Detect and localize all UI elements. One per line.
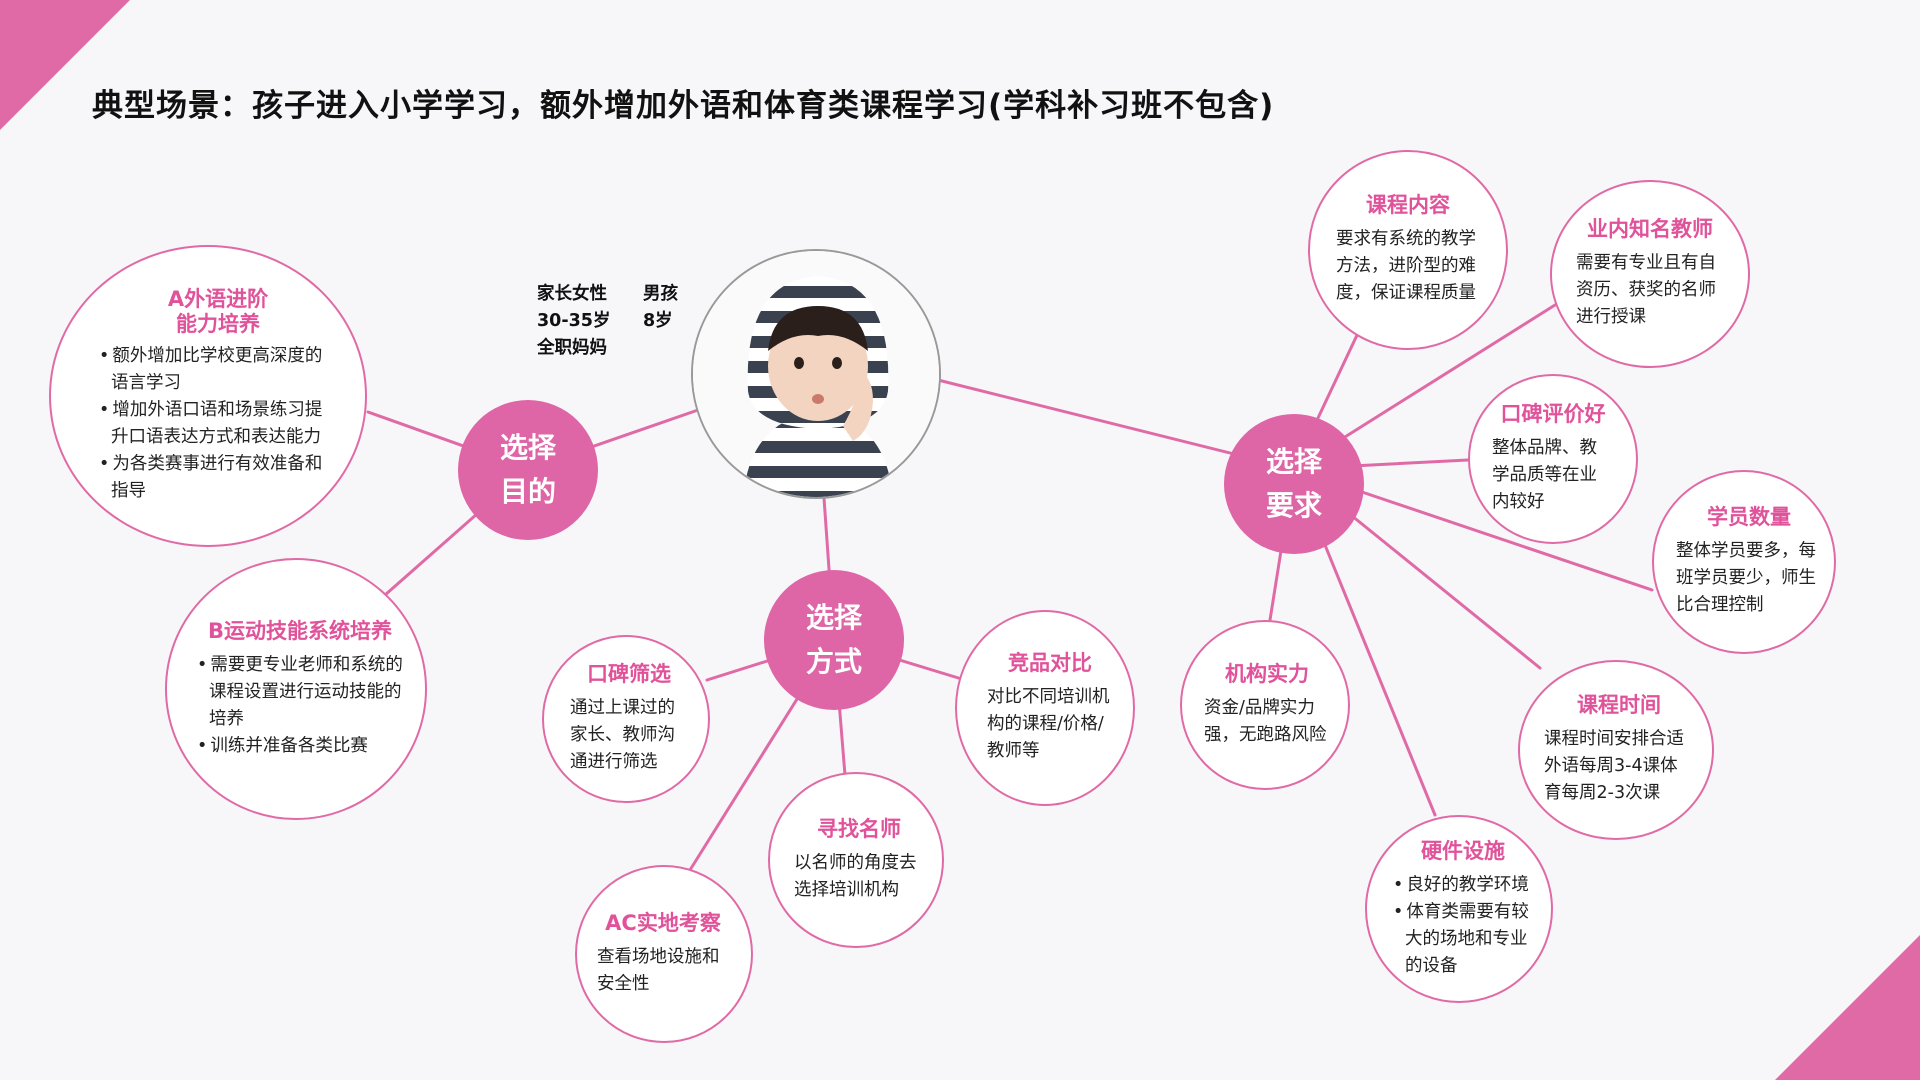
purpose-node-b-title: B运动技能系统培养 [197,619,403,644]
requirement-node-teacher-title: 业内知名教师 [1576,217,1724,242]
child-photo-illustration [693,251,941,499]
persona-child-gender: 男孩 [643,281,678,308]
purpose-node-b-item: 训练并准备各类比赛 [197,733,403,760]
child-photo [691,249,941,499]
purpose-node-b: B运动技能系统培养 需要更专业老师和系统的课程设置进行运动技能的培养 训练并准备… [165,558,427,820]
requirement-node-reputation-title: 口碑评价好 [1492,402,1614,427]
requirement-node-strength-text: 资金/品牌实力强，无跑路风险 [1204,695,1330,749]
requirement-node-content: 课程内容 要求有系统的教学方法，进阶型的难度，保证课程质量 [1308,150,1508,350]
requirement-node-schedule-text: 课程时间安排合适外语每周3-4课体育每周2-3次课 [1544,726,1694,807]
persona-child-age: 8岁 [643,308,678,335]
method-node-word-of-mouth-title: 口碑筛选 [570,662,688,687]
method-node-word-of-mouth-text: 通过上课过的家长、教师沟通进行筛选 [570,695,688,776]
hub-purpose-line1: 选择 [500,426,556,470]
requirement-node-hardware: 硬件设施 良好的教学环境 体育类需要有较大的场地和专业的设备 [1365,815,1553,1003]
purpose-node-a-list: 额外增加比学校更高深度的语言学习 增加外语口语和场景练习提升口语表达方式和表达能… [99,343,337,505]
hub-method-line2: 方式 [806,640,862,684]
hub-purpose-line2: 目的 [500,470,556,514]
method-node-site-visit-text: 查看场地设施和安全性 [597,944,729,998]
method-node-site-visit-title: AC实地考察 [597,911,729,936]
purpose-node-b-item: 需要更专业老师和系统的课程设置进行运动技能的培养 [197,652,403,733]
requirement-node-students-title: 学员数量 [1676,505,1822,530]
method-node-find-teacher-title: 寻找名师 [794,817,924,842]
persona-parent-age: 30-35岁 [537,308,610,335]
requirement-node-hardware-item: 良好的教学环境 [1393,872,1533,899]
requirement-node-schedule-title: 课程时间 [1544,693,1694,718]
hub-purpose: 选择 目的 [458,400,598,540]
method-node-competitor: 竞品对比 对比不同培训机构的课程/价格/教师等 [955,610,1135,806]
persona-parent-occupation: 全职妈妈 [537,335,610,362]
persona-parent: 家长女性 30-35岁 全职妈妈 [537,281,610,362]
requirement-node-teacher-text: 需要有专业且有自资历、获奖的名师进行授课 [1576,250,1724,331]
hub-requirement-line1: 选择 [1266,440,1322,484]
method-node-word-of-mouth: 口碑筛选 通过上课过的家长、教师沟通进行筛选 [542,635,710,803]
requirement-node-content-title: 课程内容 [1336,193,1480,218]
requirement-node-hardware-item: 体育类需要有较大的场地和专业的设备 [1393,899,1533,980]
purpose-node-a-item: 额外增加比学校更高深度的语言学习 [99,343,337,397]
purpose-node-b-list: 需要更专业老师和系统的课程设置进行运动技能的培养 训练并准备各类比赛 [197,652,403,760]
method-node-competitor-text: 对比不同培训机构的课程/价格/教师等 [987,684,1113,765]
requirement-node-students: 学员数量 整体学员要多，每班学员要少，师生比合理控制 [1652,470,1836,654]
hub-requirement: 选择 要求 [1224,414,1364,554]
requirement-node-hardware-title: 硬件设施 [1393,839,1533,864]
requirement-node-strength-title: 机构实力 [1204,662,1330,687]
requirement-node-schedule: 课程时间 课程时间安排合适外语每周3-4课体育每周2-3次课 [1518,660,1714,840]
persona-parent-gender: 家长女性 [537,281,610,308]
hub-method: 选择 方式 [764,570,904,710]
requirement-node-teacher: 业内知名教师 需要有专业且有自资历、获奖的名师进行授课 [1550,180,1750,368]
persona-child: 男孩 8岁 [643,281,678,335]
method-node-competitor-title: 竞品对比 [987,651,1113,676]
hub-requirement-line2: 要求 [1266,484,1322,528]
requirement-node-strength: 机构实力 资金/品牌实力强，无跑路风险 [1180,620,1350,790]
hub-method-line1: 选择 [806,596,862,640]
requirement-node-content-text: 要求有系统的教学方法，进阶型的难度，保证课程质量 [1336,226,1480,307]
purpose-node-a: A外语进阶 能力培养 额外增加比学校更高深度的语言学习 增加外语口语和场景练习提… [49,245,367,547]
requirement-node-hardware-list: 良好的教学环境 体育类需要有较大的场地和专业的设备 [1393,872,1533,980]
requirement-node-reputation: 口碑评价好 整体品牌、教学品质等在业内较好 [1468,374,1638,544]
method-node-find-teacher-text: 以名师的角度去选择培训机构 [794,850,924,904]
method-node-find-teacher: 寻找名师 以名师的角度去选择培训机构 [768,772,944,948]
method-node-site-visit: AC实地考察 查看场地设施和安全性 [575,865,753,1043]
requirement-node-reputation-text: 整体品牌、教学品质等在业内较好 [1492,435,1614,516]
purpose-node-a-item: 为各类赛事进行有效准备和指导 [99,451,337,505]
requirement-node-students-text: 整体学员要多，每班学员要少，师生比合理控制 [1676,538,1822,619]
purpose-node-a-item: 增加外语口语和场景练习提升口语表达方式和表达能力 [99,397,337,451]
purpose-node-a-title: A外语进阶 能力培养 [99,287,337,337]
